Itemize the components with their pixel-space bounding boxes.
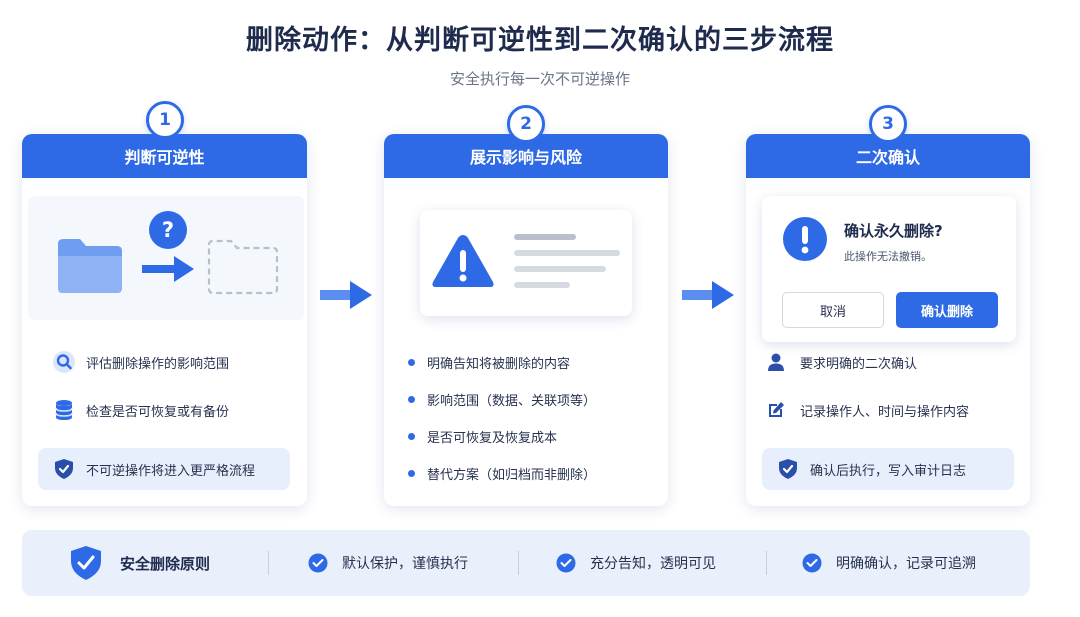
- shield-check-icon: [779, 459, 797, 479]
- principle-1-text: 默认保护，谨慎执行: [342, 556, 468, 572]
- bullet-dot: [408, 432, 415, 440]
- step-3-item-2-text: 记录操作人、时间与操作内容: [800, 404, 970, 420]
- step-1-card: 判断可逆性 ? 评估删除操作的影响范围: [22, 134, 307, 506]
- alert-icon: [783, 217, 827, 261]
- step-3-item-3: 确认后执行，写入审计日志: [762, 448, 1014, 490]
- step-1-item-2-text: 检查是否可恢复或有备份: [86, 404, 230, 420]
- step-3-item-2: 记录操作人、时间与操作内容: [766, 394, 969, 426]
- question-icon: ?: [149, 211, 187, 249]
- principle-3-text: 明确确认，记录可追溯: [836, 556, 976, 572]
- bullet-dot: [408, 469, 415, 477]
- step-3-card: 二次确认 确认永久删除? 此操作无法撤销。 取消 确认删除 要求明确的二次确认 …: [746, 134, 1030, 506]
- step-2-bullet-2-text: 影响范围（数据、关联项等）: [427, 393, 597, 409]
- divider: [518, 551, 519, 575]
- step-2-bullet-2: 影响范围（数据、关联项等）: [408, 389, 596, 409]
- check-circle-icon: [802, 553, 822, 573]
- shield-check-icon: [71, 546, 101, 580]
- step-3-item-3-text: 确认后执行，写入审计日志: [810, 463, 967, 479]
- step-1-illustration: ?: [28, 196, 304, 320]
- flow-arrow-2: [682, 281, 734, 309]
- step-1-item-3-text: 不可逆操作将进入更严格流程: [86, 463, 256, 479]
- bullet-dot: [408, 358, 415, 366]
- edit-icon: [769, 402, 784, 417]
- warning-icon: [432, 235, 494, 287]
- step-3-item-1: 要求明确的二次确认: [766, 346, 917, 378]
- divider: [268, 551, 269, 575]
- step-2-badge: 2: [507, 105, 545, 143]
- step-1-item-2: 检查是否可恢复或有备份: [38, 390, 290, 430]
- user-icon: [768, 353, 784, 371]
- step-2-bullet-4-text: 替代方案（如归档而非删除）: [427, 467, 597, 483]
- confirm-delete-button[interactable]: 确认删除: [896, 292, 998, 328]
- principle-2-text: 充分告知，透明可见: [590, 556, 716, 572]
- step-2-bullet-3-text: 是否可恢复及恢复成本: [427, 430, 558, 446]
- step-2-bullet-1-text: 明确告知将被删除的内容: [427, 356, 571, 372]
- principles-title-group: 安全删除原则: [68, 530, 210, 596]
- step-1-title: 判断可逆性: [22, 134, 307, 178]
- step-3-item-1-text: 要求明确的二次确认: [800, 356, 918, 372]
- principles-bar: 安全删除原则 默认保护，谨慎执行 充分告知，透明可见 明确确认，记录可追溯: [22, 530, 1030, 596]
- principle-1: 默认保护，谨慎执行: [308, 530, 468, 596]
- cancel-button[interactable]: 取消: [782, 292, 884, 328]
- placeholder-line: [514, 234, 576, 240]
- step-1-item-1: 评估删除操作的影响范围: [38, 342, 290, 382]
- check-circle-icon: [308, 553, 328, 573]
- placeholder-line: [514, 266, 606, 272]
- step-2-bullet-4: 替代方案（如归档而非删除）: [408, 463, 596, 483]
- step-2-card: 展示影响与风险 明确告知将被删除的内容 影响范围（数据、关联项等） 是否可恢复及…: [384, 134, 668, 506]
- principle-3: 明确确认，记录可追溯: [802, 530, 976, 596]
- confirm-dialog: 确认永久删除? 此操作无法撤销。 取消 确认删除: [762, 196, 1016, 342]
- empty-folder-icon: [207, 239, 279, 295]
- principles-title: 安全删除原则: [120, 554, 211, 573]
- bullet-dot: [408, 395, 415, 403]
- dialog-title: 确认永久删除?: [844, 222, 943, 240]
- step-1-badge: 1: [146, 101, 184, 139]
- database-icon: [55, 400, 73, 420]
- search-icon: [53, 351, 75, 373]
- flow-arrow-1: [320, 281, 372, 309]
- folder-icon: [58, 239, 122, 293]
- svg-text:?: ?: [162, 218, 174, 242]
- check-circle-icon: [556, 553, 576, 573]
- step-2-bullet-3: 是否可恢复及恢复成本: [408, 426, 557, 446]
- placeholder-line: [514, 282, 570, 288]
- step-3-badge: 3: [869, 105, 907, 143]
- dialog-message: 此操作无法撤销。: [844, 250, 932, 263]
- arrow-right-icon: [142, 256, 194, 282]
- step-2-bullet-1: 明确告知将被删除的内容: [408, 352, 570, 372]
- warning-panel: [420, 210, 632, 316]
- principle-2: 充分告知，透明可见: [556, 530, 716, 596]
- step-1-item-3: 不可逆操作将进入更严格流程: [38, 448, 290, 490]
- shield-icon: [55, 459, 73, 479]
- placeholder-line: [514, 250, 620, 256]
- page-subtitle: 安全执行每一次不可逆操作: [449, 70, 630, 88]
- divider: [766, 551, 767, 575]
- page-title: 删除动作：从判断可逆性到二次确认的三步流程: [246, 25, 834, 56]
- step-1-item-1-text: 评估删除操作的影响范围: [86, 356, 230, 372]
